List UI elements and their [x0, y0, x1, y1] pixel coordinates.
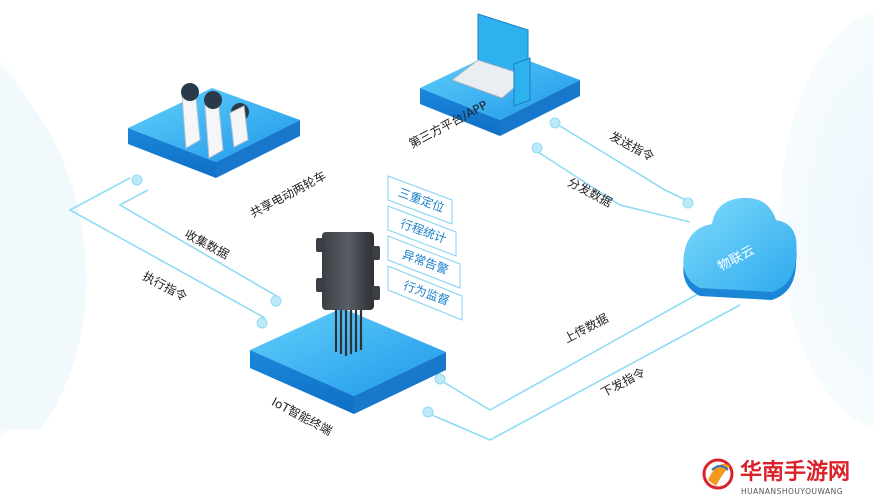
background: [0, 12, 873, 438]
connector-lines: [68, 122, 741, 441]
scooter-label: 共享电动两轮车: [247, 168, 328, 221]
phone-icon: [513, 57, 531, 107]
laptop-icon: [450, 13, 530, 99]
flow-download-command-label: 下发指令: [598, 364, 647, 400]
watermark-logo-icon: [702, 458, 734, 490]
feature-list: 三重定位 行程统计 异常告警 行为监督: [387, 175, 463, 321]
scooter-icon: [179, 64, 249, 159]
iot-device-icon: [316, 232, 380, 356]
watermark-title: 华南手游网: [740, 459, 850, 485]
cloud-node: 物联云: [683, 197, 797, 300]
flow-upload-label: 上传数据: [561, 310, 610, 346]
watermark: 华南手游网 HUANANSHOUYOUWANG: [702, 458, 850, 496]
flow-distribute-label: 分发数据: [565, 174, 614, 210]
platform-node: 第三方平台/APP: [406, 13, 580, 151]
scooter-node: 共享电动两轮车: [128, 64, 328, 221]
cloud-icon: [683, 197, 797, 300]
flow-execute-label: 执行指令: [140, 268, 189, 304]
feature-item: 异常告警: [387, 235, 461, 289]
watermark-subtitle: HUANANSHOUYOUWANG: [741, 487, 843, 496]
